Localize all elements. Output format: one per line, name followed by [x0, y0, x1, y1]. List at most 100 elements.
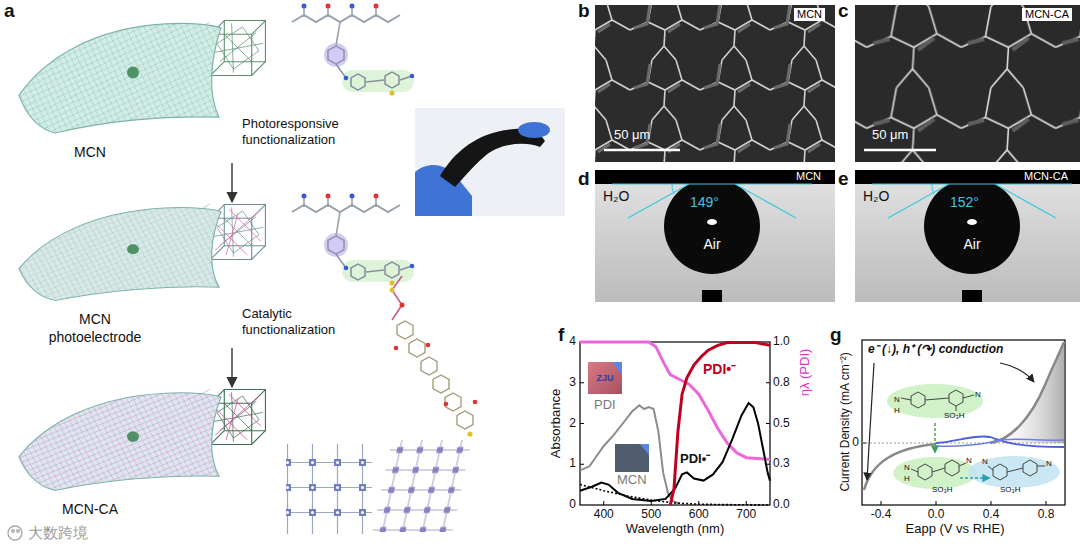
tick-label: 0	[569, 498, 576, 512]
tick-label: 0.3	[773, 457, 790, 471]
bubble-label: Air	[963, 236, 980, 252]
illustration-part-part	[911, 463, 966, 472]
tick-label: 3	[569, 376, 576, 390]
sample-name: MCN	[60, 143, 120, 161]
medium-label: H₂O	[603, 188, 629, 204]
tick-label: 2	[569, 417, 576, 431]
bubble-label: Air	[703, 236, 720, 252]
axis-title: Current Density (mA cm⁻²)	[839, 352, 853, 491]
illustration-part	[580, 405, 680, 504]
chem-atom: N	[894, 395, 900, 404]
chem-group: SO₃H	[1000, 485, 1021, 494]
sample-name: MCN photoelectrode	[35, 310, 155, 346]
axis-title: ηλ (PDI)	[799, 348, 814, 396]
illustration-part	[855, 5, 1080, 162]
axis-title: Eapp (V vs RHE)	[906, 522, 1005, 537]
curve-label: PDI•⁻	[703, 361, 736, 377]
illustration-part-part	[993, 464, 1007, 480]
material-sheet: MCN	[15, 18, 245, 161]
step-label: Photoresponsive functionalization	[242, 116, 360, 148]
chem-atom: N	[1046, 459, 1052, 468]
illustration-part	[444, 402, 449, 407]
sheet-outline	[19, 393, 221, 491]
sample-name: MCN-CA	[55, 500, 125, 518]
illustration-part-part	[372, 440, 472, 532]
tick-label: 0.5	[773, 417, 790, 431]
illustration-part	[936, 439, 1064, 446]
chem-atom: H	[904, 474, 910, 483]
illustration-part	[960, 477, 990, 478]
tick-label: 500	[641, 508, 661, 522]
illustration-part	[901, 390, 1045, 480]
illustration-part	[862, 340, 1065, 505]
tick-label: 600	[689, 508, 709, 522]
panel-letter: e	[838, 168, 849, 190]
illustration-part-part	[612, 184, 812, 218]
illustration-part-part	[918, 464, 932, 480]
tick-label: -0.4	[871, 508, 892, 522]
photo-text: ZJU	[596, 373, 613, 383]
illustration-part	[473, 400, 478, 405]
illustration-part	[215, 394, 261, 440]
illustration-part	[887, 384, 983, 418]
illustration-part-part	[595, 170, 835, 184]
illustration-part-part	[702, 290, 722, 302]
tick-label: 0.0	[773, 498, 790, 512]
illustration-part-part	[433, 375, 449, 393]
tick-label: 700	[736, 508, 756, 522]
sheet-shape	[15, 203, 225, 304]
illustration-part-part	[421, 357, 437, 375]
illustration-part-part	[17, 530, 20, 533]
illustration-part	[400, 303, 405, 308]
illustration-part	[390, 288, 395, 293]
curve-label: MCN	[617, 473, 647, 488]
illustration-part-part	[1023, 460, 1037, 476]
annotation: e⁻ (↓), h⁺ (↷) conduction	[868, 343, 1003, 357]
process-arrow	[231, 163, 232, 202]
curve-label: PDI	[594, 398, 616, 413]
tick-label: 0.0	[928, 508, 945, 522]
chem-atom: N	[966, 456, 972, 465]
illustration-part	[612, 362, 622, 375]
illustration-part-part	[945, 460, 959, 476]
illustration-part-part	[445, 393, 461, 411]
illustration-part	[595, 5, 835, 162]
sheet-shape	[15, 18, 225, 137]
tick-label: 1.0	[773, 335, 790, 349]
image-label: MCN	[794, 8, 825, 21]
illustration-part	[968, 456, 1060, 488]
sheet-shape	[15, 388, 225, 494]
illustration-part-part	[397, 321, 413, 339]
illustration-part	[855, 170, 1080, 302]
illustration-part	[215, 209, 261, 255]
illustration-part	[604, 149, 936, 152]
illustration-part-part	[988, 466, 1045, 472]
axis-title: Absorbance	[550, 388, 565, 457]
illustration-part	[372, 440, 472, 532]
panel-letter: g	[830, 324, 842, 346]
zoom-spot	[127, 244, 139, 254]
panel-letter: a	[4, 0, 15, 22]
illustration-part	[862, 442, 1065, 443]
illustration-part	[580, 342, 770, 505]
zoom-spot	[127, 67, 139, 79]
chem-atom: N	[904, 463, 910, 472]
tick-label: 0.8	[773, 376, 790, 390]
illustration-part	[415, 108, 565, 216]
illustration-part	[934, 423, 935, 453]
illustration-part	[292, 194, 414, 286]
illustration-part	[640, 444, 649, 455]
illustration-part	[936, 436, 1064, 447]
process-arrow	[231, 348, 232, 387]
illustration-part-part	[409, 339, 425, 357]
panel-letter: c	[838, 0, 849, 22]
panel-letter: d	[578, 168, 590, 190]
material-sheet: MCN-CA	[15, 388, 245, 518]
scale-bar-label: 50 μm	[614, 128, 650, 143]
illustration-part	[8, 526, 22, 540]
chem-atom: H	[894, 406, 900, 415]
angle-value: 152°	[950, 194, 979, 210]
illustration-part	[292, 4, 414, 96]
illustration-part-part	[457, 411, 473, 429]
chem-atom: N	[975, 390, 981, 399]
